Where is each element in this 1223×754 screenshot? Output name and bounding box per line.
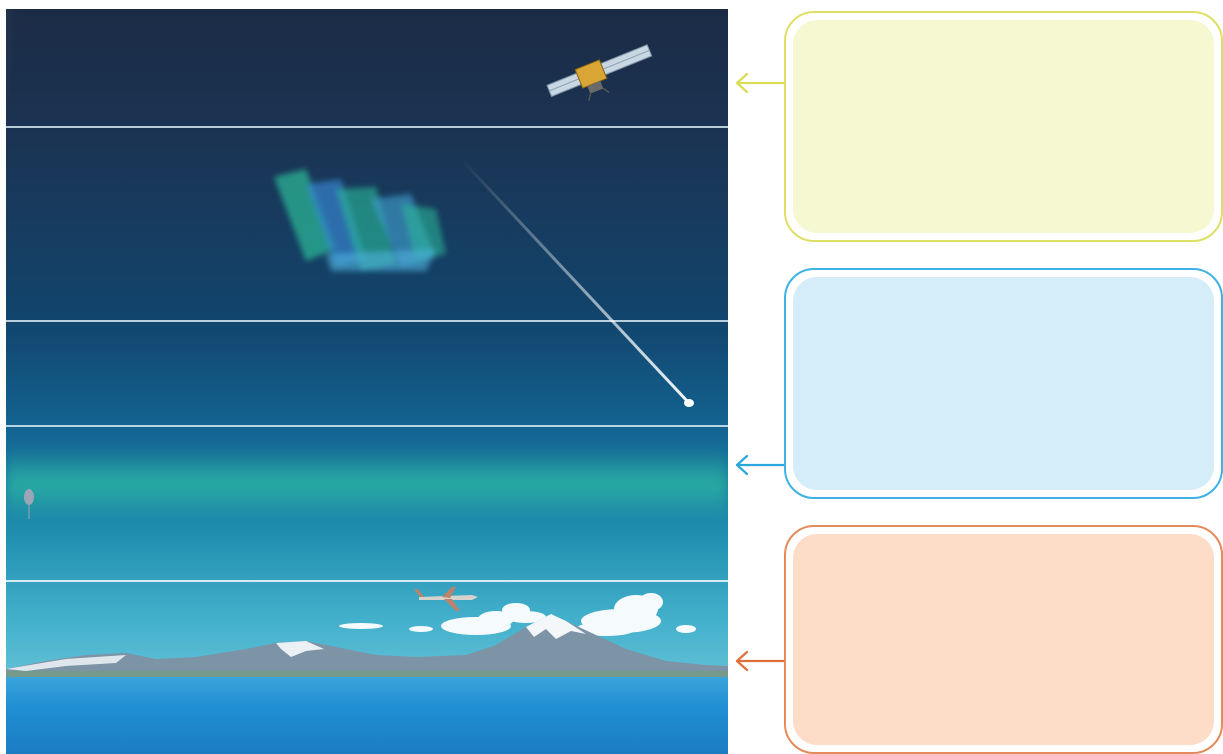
atmosphere-scene [6, 9, 728, 754]
arrow-middle [735, 454, 787, 476]
ocean [6, 677, 728, 754]
label-box-bottom[interactable] [784, 525, 1223, 754]
meteor-trail [459, 157, 694, 407]
label-box-top[interactable] [784, 11, 1223, 242]
satellite-icon [546, 44, 653, 101]
arrow-top [735, 72, 787, 94]
mountains [6, 614, 728, 679]
clouds [339, 593, 696, 636]
sun-glow [6, 9, 156, 537]
arrow-bottom [735, 650, 787, 672]
label-box-middle-fill [793, 277, 1214, 490]
atmosphere-illustration [6, 9, 728, 754]
label-box-middle[interactable] [784, 268, 1223, 499]
label-box-top-fill [793, 20, 1214, 233]
label-box-bottom-fill [793, 534, 1214, 745]
airplane-icon [414, 587, 478, 611]
green-glow-band [6, 449, 728, 519]
aurora [274, 169, 446, 271]
weather-balloon-icon [24, 489, 34, 519]
